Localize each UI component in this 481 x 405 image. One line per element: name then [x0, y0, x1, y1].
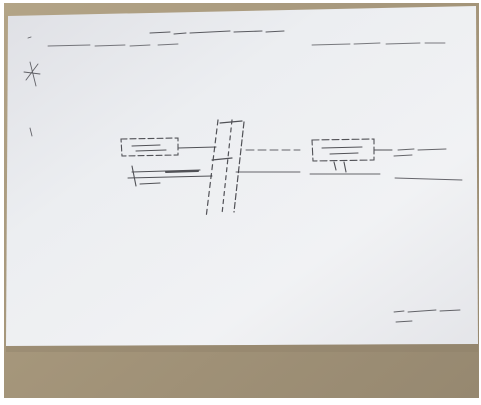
sketch-margin-marks [23, 36, 41, 137]
sketch-left-block [120, 137, 217, 187]
sketch-signature [393, 309, 461, 323]
paper-sheet [6, 6, 478, 352]
sketch [23, 30, 463, 323]
sketch-connector [235, 149, 463, 181]
sketch-right-label [393, 148, 447, 157]
sketch-title [149, 30, 285, 35]
sketch-subtitle-right [311, 42, 446, 46]
sketch-subtitle-left [47, 43, 179, 47]
sketch-right-block [311, 138, 393, 173]
sketch-center-column [205, 119, 245, 219]
